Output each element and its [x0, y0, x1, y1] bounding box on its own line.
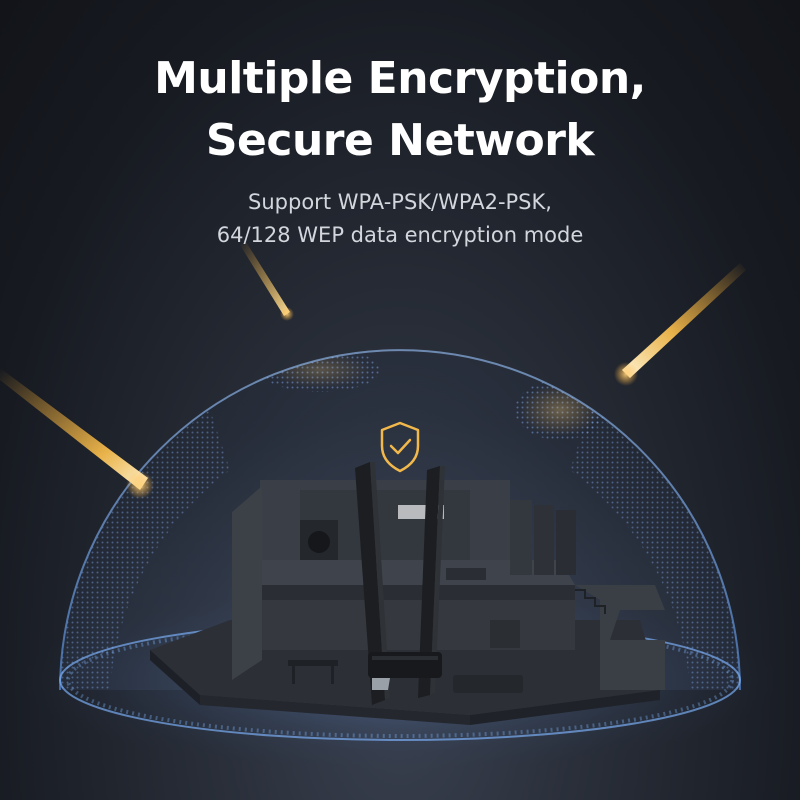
- shield-check-icon: [380, 421, 420, 473]
- headline: Multiple Encryption, Secure Network: [0, 48, 800, 172]
- headline-line-1: Multiple Encryption,: [154, 53, 646, 104]
- wifi-adapter: [355, 462, 445, 705]
- subheadline: Support WPA-PSK/WPA2-PSK, 64/128 WEP dat…: [0, 186, 800, 252]
- headline-line-2: Secure Network: [205, 115, 595, 166]
- subheadline-line-1: Support WPA-PSK/WPA2-PSK,: [248, 190, 552, 214]
- light-streaks: [0, 242, 746, 499]
- subheadline-line-2: 64/128 WEP data encryption mode: [216, 223, 584, 247]
